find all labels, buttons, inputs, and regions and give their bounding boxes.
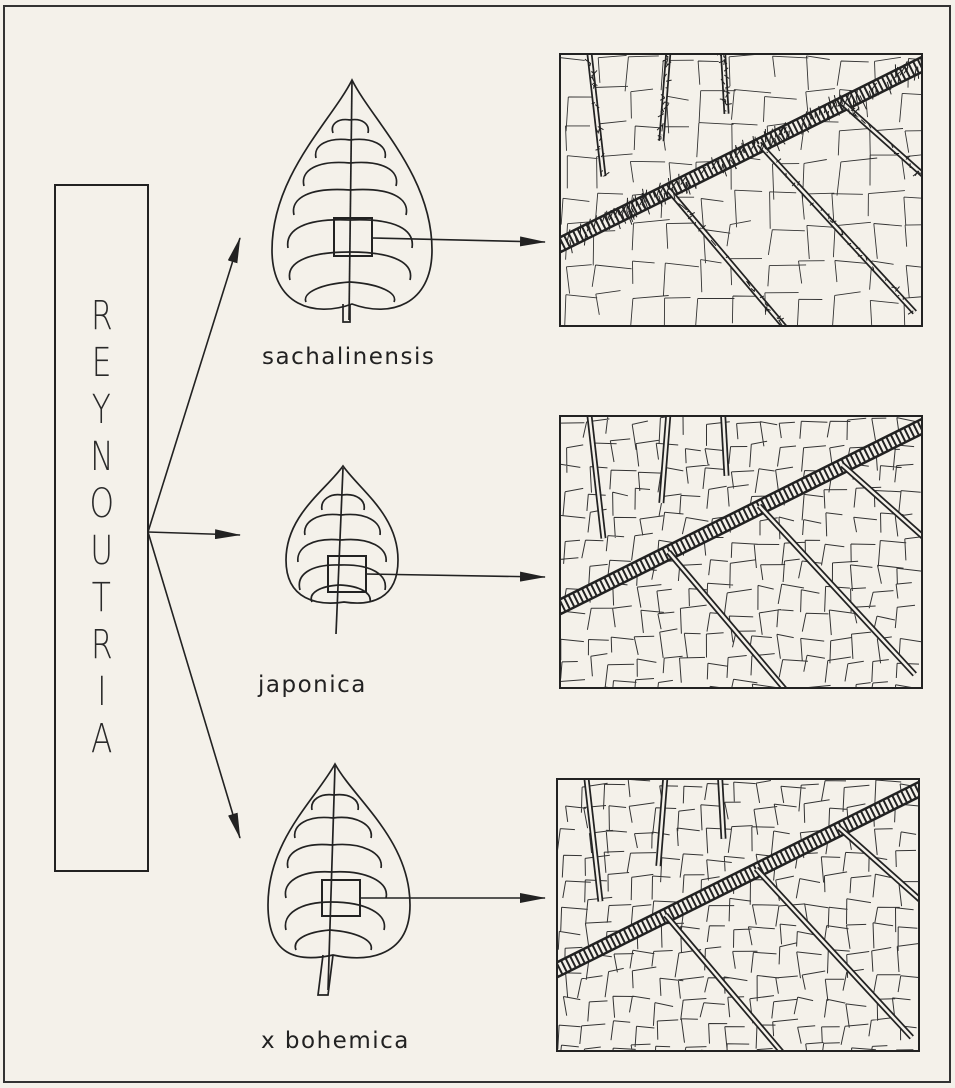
detail-box-japonica [328,556,366,592]
label-japonica: japonica [258,672,367,698]
genus-letter: O [89,481,114,528]
arrow-to-bohemica [148,532,240,838]
arrow-detail-sachalinensis [372,238,545,242]
detail-box-bohemica [322,880,360,916]
label-sachalinensis: sachalinensis [262,344,435,370]
genus-letter: E [92,340,112,387]
detail-panel-japonica [550,411,940,712]
genus-letter: U [90,528,113,575]
label-bohemica: x bohemica [261,1028,410,1054]
genus-letter: T [92,575,111,622]
genus-letter: A [91,716,112,763]
arrow-to-sachalinensis [148,238,240,532]
leaf-sachalinensis [272,80,432,322]
detail-panel-sachalinensis [550,46,940,339]
detail-panel-bohemica [547,774,937,1071]
genus-letter: N [90,434,113,481]
genus-letter: R [91,622,113,669]
arrow-to-japonica [148,532,240,535]
detail-box-sachalinensis [334,218,372,256]
arrow-detail-japonica [366,574,545,577]
leaf-japonica [286,466,398,634]
genus-letter: Y [92,387,111,434]
genus-letter: I [97,669,106,716]
leaf-bohemica [268,764,410,995]
genus-letter: R [91,293,113,340]
